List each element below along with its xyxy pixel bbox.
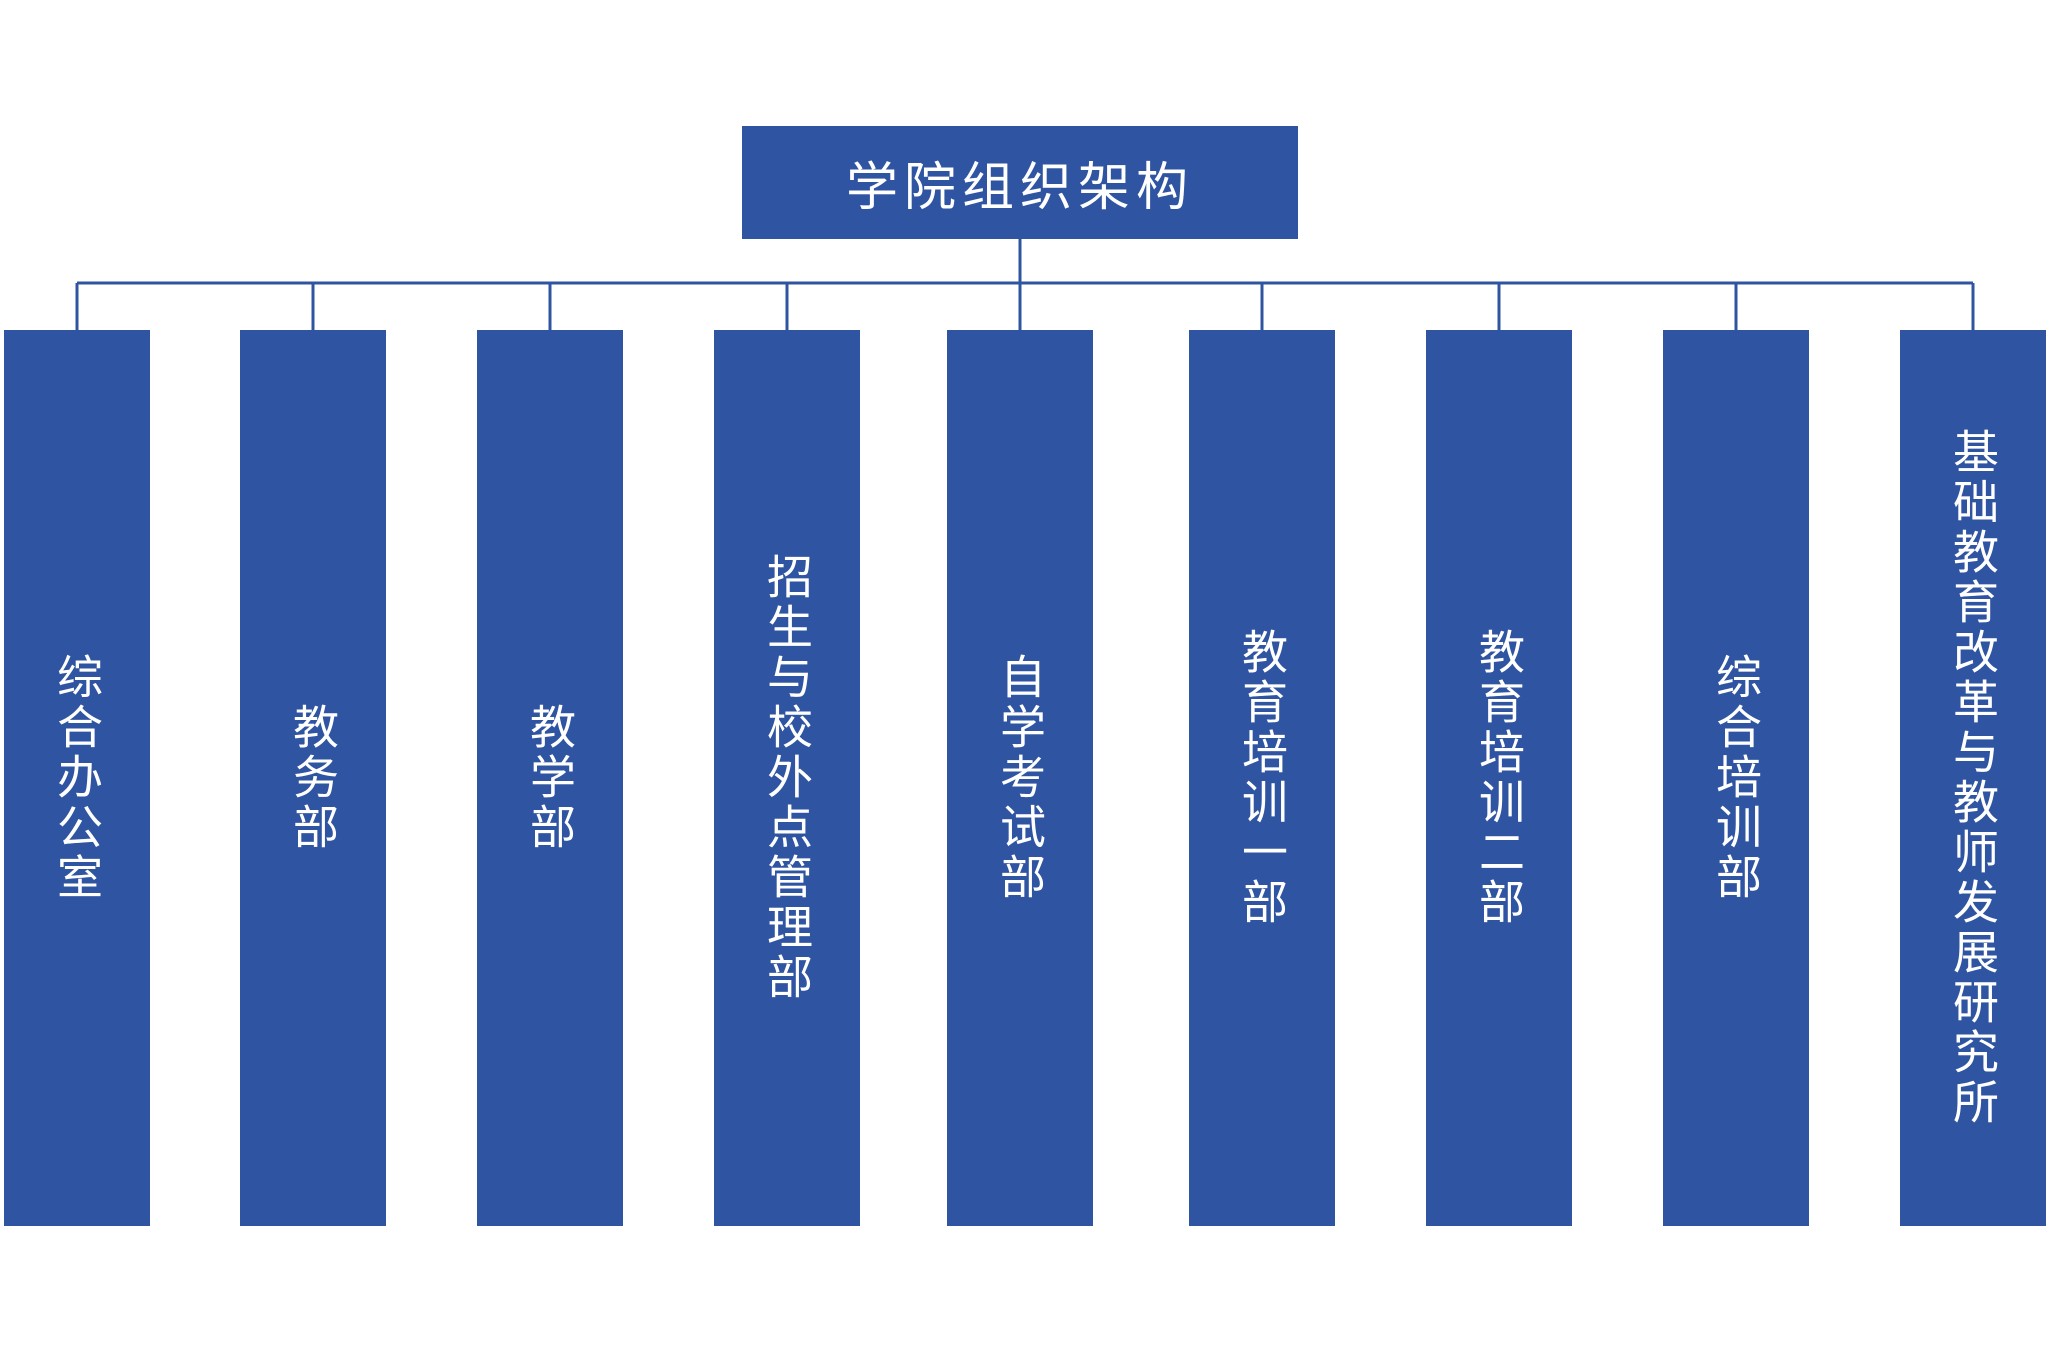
- department-label: 自学考试部: [993, 653, 1047, 903]
- department-label: 综合培训部: [1709, 653, 1763, 903]
- department-node-academic-affairs: 教务部: [240, 330, 386, 1226]
- department-node-self-study-exam: 自学考试部: [947, 330, 1093, 1226]
- department-node-teaching: 教学部: [477, 330, 623, 1226]
- root-node: 学院组织架构: [742, 126, 1298, 239]
- department-node-research-institute: 基础教育改革与教师发展研究所: [1900, 330, 2046, 1226]
- department-label: 教育培训二部: [1472, 628, 1526, 928]
- department-label: 综合办公室: [50, 653, 104, 903]
- department-label: 招生与校外点管理部: [760, 553, 814, 1003]
- root-node-label: 学院组织架构: [845, 158, 1194, 218]
- department-node-admissions: 招生与校外点管理部: [714, 330, 860, 1226]
- department-label: 教务部: [286, 703, 340, 853]
- department-label: 基础教育改革与教师发展研究所: [1946, 428, 2000, 1128]
- department-node-comprehensive-training: 综合培训部: [1663, 330, 1809, 1226]
- department-node-education-training-1: 教育培训一部: [1189, 330, 1335, 1226]
- department-label: 教育培训一部: [1235, 628, 1289, 928]
- department-node-education-training-2: 教育培训二部: [1426, 330, 1572, 1226]
- department-label: 教学部: [523, 703, 577, 853]
- department-node-general-office: 综合办公室: [4, 330, 150, 1226]
